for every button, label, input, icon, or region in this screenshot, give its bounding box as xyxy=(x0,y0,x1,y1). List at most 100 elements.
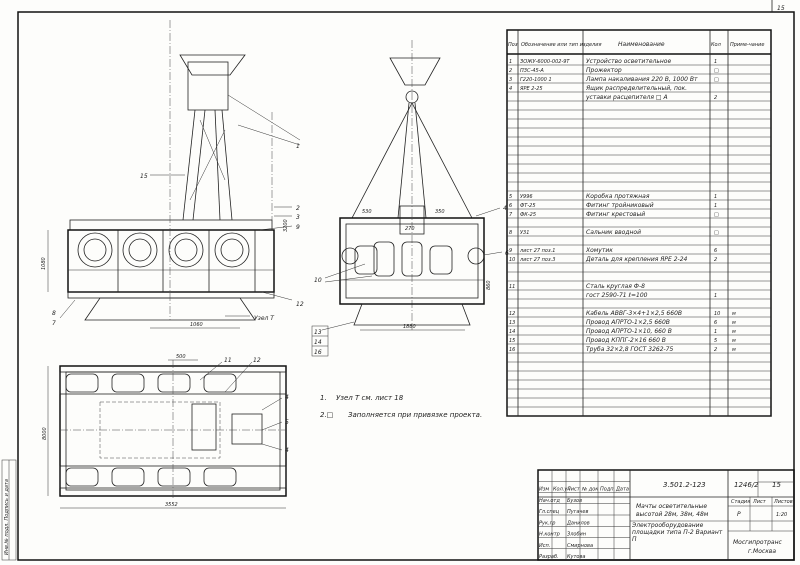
header-qty: Кол xyxy=(711,42,722,48)
table-cell-pos: 8 xyxy=(509,230,512,236)
callout-11: 11 xyxy=(224,357,232,364)
doc-code: 3.501.2-123 xyxy=(663,481,706,489)
title-line-2: высотой 28м, 38м, 48м xyxy=(636,511,709,518)
table-cell-pos: 11 xyxy=(509,284,515,290)
table-cell-name: Коробка протяжная xyxy=(586,193,650,200)
table-cell-note: м xyxy=(732,347,736,353)
table-cell-name: Провод АПРТО-1×10, 660 В xyxy=(586,328,672,335)
dim-front-width: 1060 xyxy=(190,322,203,328)
subtitle: Электрооборудование площадки типа П-2 Ва… xyxy=(632,522,723,543)
left-stamp-text: Инв.№ подл. Подпись и дата xyxy=(4,479,10,555)
callout-15: 15 xyxy=(140,173,148,180)
stamp-col-header: № док xyxy=(581,487,598,493)
table-cell-note: м xyxy=(732,338,736,344)
table-cell-qty: □ xyxy=(714,68,719,74)
front-view: 1080 3200 1060 1 2 3 9 12 15 8 7 Узел Т xyxy=(41,20,304,329)
table-cell-name: уставки расцепителя □ А xyxy=(585,94,668,101)
note-2-text: Заполняется при привязке проекта. xyxy=(348,411,482,419)
notes: 1. Узел Т см. лист 18 2.□ Заполняется пр… xyxy=(320,394,482,419)
sheet-label: Лист xyxy=(752,499,767,505)
table-cell-qty: □ xyxy=(714,212,719,218)
table-cell-name: Устройство осветительное xyxy=(586,58,671,65)
table-cell-pos: 5 xyxy=(509,194,512,200)
staff-name: Смирнова xyxy=(567,543,593,549)
table-cell-qty: 1 xyxy=(714,194,717,200)
table-cell-pos: 7 xyxy=(509,212,513,218)
stamp-col-header: Лист xyxy=(566,487,581,493)
table-row: 12 Кабель АВВГ-3×4+1×2,5 660В 10 м xyxy=(509,310,736,317)
table-cell-pos: 2 xyxy=(509,68,512,74)
org-name: Мосгипротранс xyxy=(733,539,783,546)
table-cell-des: лист 27 поз.3 xyxy=(519,257,555,263)
table-cell-qty: 2 xyxy=(714,257,717,263)
table-cell-name: Хомутик xyxy=(585,247,613,254)
staff-name: Кутова xyxy=(567,554,586,560)
dim-side-530: 530 xyxy=(362,209,372,215)
callout-4-plan-b: 4 xyxy=(285,447,289,454)
table-cell-qty: □ xyxy=(714,77,719,83)
sheet-code: 1246/2 xyxy=(734,481,759,489)
callout-8: 8 xyxy=(52,310,56,317)
callout-4-side: 4 xyxy=(503,205,507,212)
spec-table: Поз Обозначение или тип изделия Наименов… xyxy=(506,29,772,417)
table-cell-name: Труба 32×2,8 ГОСТ 3262-75 xyxy=(586,346,673,353)
dim-plan-500: 500 xyxy=(176,354,186,360)
staff-name: Злобин xyxy=(567,532,587,538)
table-cell-des: ФТ-25 xyxy=(520,203,536,209)
table-cell-pos: 15 xyxy=(509,338,515,344)
table-cell-qty: 1 xyxy=(714,329,717,335)
table-cell-qty: 1 xyxy=(714,203,717,209)
table-row: 11 Сталь круглая Ф-8 xyxy=(509,283,645,290)
table-cell-pos: 14 xyxy=(509,329,515,335)
sheet-frame xyxy=(17,11,795,561)
stamp-col-header: Подп. xyxy=(600,487,615,493)
title-line-1: Мачты осветительные xyxy=(636,503,707,510)
staff-role: Гл.спец xyxy=(539,509,560,515)
table-row: 15 Провод КППГ-2×16 660 В 5 м xyxy=(509,337,736,344)
table-cell-pos: 16 xyxy=(509,347,515,353)
note-2-num: 2.□ xyxy=(320,411,333,419)
table-cell-name: Провод КППГ-2×16 660 В xyxy=(586,337,666,344)
table-cell-pos: 9 xyxy=(509,248,512,254)
table-cell-qty: 10 xyxy=(714,311,720,317)
table-cell-qty: 5 xyxy=(714,338,717,344)
staff-name: Пугачев xyxy=(567,509,588,515)
table-cell-des: У31 xyxy=(520,230,529,236)
stage-label: Стадия xyxy=(731,499,750,505)
table-row: 16 Труба 32×2,8 ГОСТ 3262-75 2 м xyxy=(509,346,736,353)
table-cell-qty: 2 xyxy=(714,347,717,353)
table-cell-qty: 1 xyxy=(714,293,717,299)
dim-front-height: 3200 xyxy=(283,219,289,232)
staff-role: Нач.отд xyxy=(539,498,560,504)
callout-12-plan: 12 xyxy=(253,357,261,364)
callout-7: 7 xyxy=(52,320,56,327)
dim-plan-width: 3552 xyxy=(165,502,178,508)
callout-3: 3 xyxy=(296,214,300,221)
table-cell-pos: 12 xyxy=(509,311,515,317)
table-cell-pos: 13 xyxy=(509,320,515,326)
table-cell-name: Фитинг тройниковый xyxy=(586,202,654,209)
dim-front-side: 1080 xyxy=(41,257,47,270)
staff-name: Бузов xyxy=(567,498,582,504)
callout-16: 16 xyxy=(314,349,322,356)
stamp-col-header: Дата xyxy=(615,487,629,493)
table-cell-name: Фитинг крестовый xyxy=(586,211,645,218)
table-cell-name: Прожектор xyxy=(586,67,622,74)
node-label: Узел Т xyxy=(254,315,275,322)
callout-1: 1 xyxy=(296,143,300,150)
dim-plan-height: 8000 xyxy=(42,427,48,440)
table-cell-qty: 2 xyxy=(714,95,717,101)
header-note: Приме-чание xyxy=(730,42,764,48)
dim-side-350: 350 xyxy=(435,209,445,215)
table-cell-name: Кабель АВВГ-3×4+1×2,5 660В xyxy=(586,310,682,317)
stamp-col-header: Кол.уч xyxy=(553,487,570,493)
table-cell-name: Сталь круглая Ф-8 xyxy=(586,283,645,290)
table-cell-note: м xyxy=(732,311,736,317)
